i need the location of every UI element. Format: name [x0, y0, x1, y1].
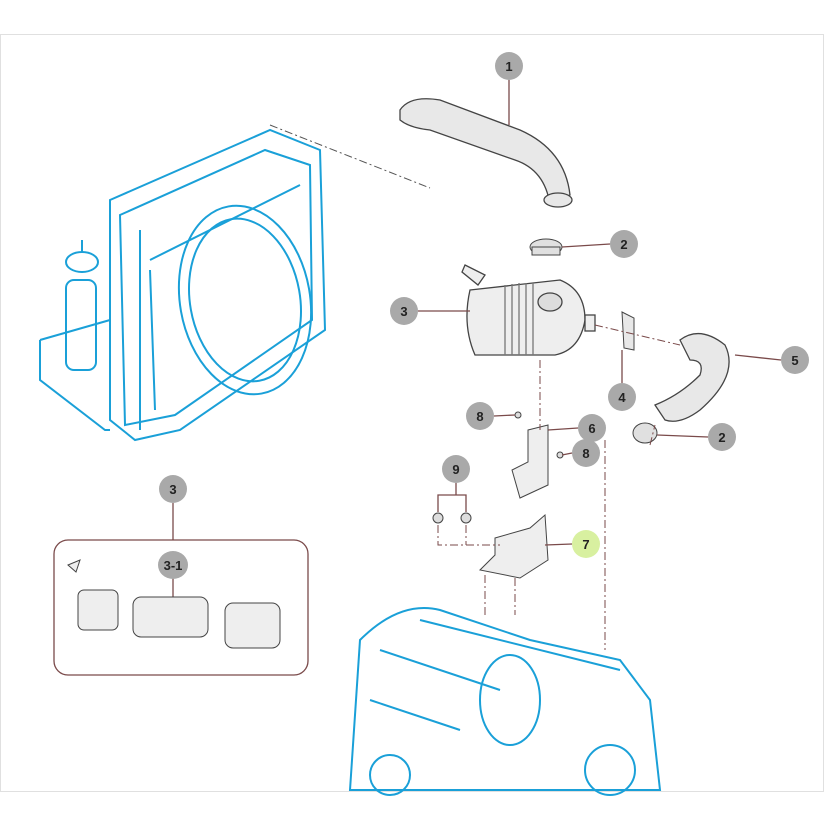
callout-8[interactable]: 8 [466, 402, 494, 430]
air-cleaner [461, 264, 596, 356]
callout-3[interactable]: 3 [390, 297, 418, 325]
callout-9[interactable]: 9 [442, 455, 470, 483]
callout-5[interactable]: 5 [781, 346, 809, 374]
support-bracket [478, 513, 549, 579]
callout-2b[interactable]: 2 [708, 423, 736, 451]
callout-7[interactable]: 7 [572, 530, 600, 558]
hose-clamp [529, 238, 563, 256]
detail-box [53, 503, 309, 676]
mounting-bracket [511, 424, 549, 499]
radiator-assembly [39, 128, 327, 442]
callout-4[interactable]: 4 [608, 383, 636, 411]
nuts [432, 411, 564, 524]
callout-3-1[interactable]: 3-1 [158, 551, 188, 579]
callout-1[interactable]: 1 [495, 52, 523, 80]
air-hose [654, 333, 730, 422]
intake-pipe [399, 98, 573, 208]
leader-line [269, 124, 431, 189]
callout-6[interactable]: 6 [578, 414, 606, 442]
callout-3-detail[interactable]: 3 [159, 475, 187, 503]
hose-clamp-2 [632, 422, 658, 444]
filter-element [67, 559, 281, 649]
engine-assembly [348, 607, 662, 796]
bracket [621, 311, 635, 351]
assembly-lines [437, 324, 681, 650]
callout-8b[interactable]: 8 [572, 439, 600, 467]
callout-2[interactable]: 2 [610, 230, 638, 258]
